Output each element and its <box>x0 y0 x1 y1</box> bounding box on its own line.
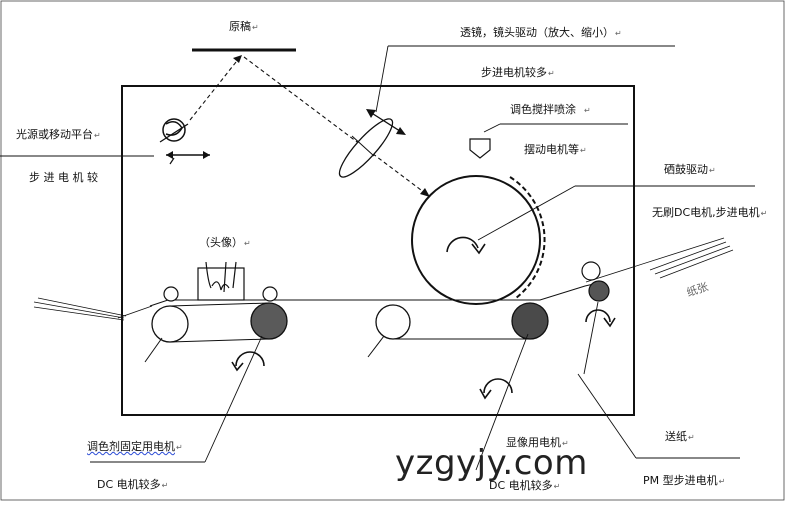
label-original: 原稿↵ <box>229 20 259 34</box>
pm-stepper-text: PM 型步进电机 <box>643 474 718 487</box>
return-mark: ↵ <box>553 482 561 491</box>
label-toner-fix-motor: 调色剂固定用电机↵ <box>87 440 183 454</box>
fuser-roller-dark <box>250 302 288 340</box>
return-mark: ↵ <box>584 106 591 115</box>
drum-dashed-arc <box>509 176 546 299</box>
label-stepper-few: 步 进 电 机 较 <box>29 171 98 184</box>
return-mark: ↵ <box>562 439 569 448</box>
label-light-source: 光源或移动平台↵ <box>16 128 101 142</box>
fuser-roller-small-1 <box>163 286 179 302</box>
label-selenium-drum: 硒鼓驱动↵ <box>664 163 716 177</box>
label-lens-drive: 透镜，镜头驱动（放大、缩小）↵ <box>460 26 622 40</box>
developer-rotation-arrow <box>483 378 513 394</box>
developer-roller-left <box>375 304 411 340</box>
paper-out-right <box>585 237 734 283</box>
fuser-roller-left <box>151 305 189 343</box>
label-color-mix-spray: 调色搅拌喷涂 ↵ <box>510 103 591 117</box>
feed-rotation-arrow <box>585 309 611 323</box>
paper-in-left <box>33 297 153 321</box>
develop-motor-text: 显像用电机 <box>506 436 561 449</box>
return-mark: ↵ <box>176 443 183 452</box>
paper-path <box>149 282 599 307</box>
light-path-up <box>189 56 241 121</box>
leader-lines <box>0 45 755 471</box>
selenium-drum-text: 硒鼓驱动 <box>664 163 708 176</box>
label-dc-motor-left: DC 电机较多↵ <box>97 478 168 492</box>
lens-double-arrow <box>366 109 406 135</box>
machine-housing <box>121 85 635 416</box>
return-mark: ↵ <box>161 481 169 490</box>
selenium-drum <box>411 175 541 305</box>
return-mark: ↵ <box>244 239 251 248</box>
label-pm-stepper: PM 型步进电机↵ <box>643 474 725 488</box>
label-brushless: 无刷DC电机,步进电机↵ <box>652 206 767 220</box>
fuser-rotation-arrow <box>235 351 265 367</box>
dc-motor-mid-text: DC 电机较多 <box>489 479 553 492</box>
fuser-roller-small-2 <box>262 286 278 302</box>
return-mark: ↵ <box>252 23 259 32</box>
toner-hopper <box>469 138 491 159</box>
stepper-few-text: 步 进 电 机 较 <box>29 171 98 184</box>
platform-double-arrow <box>166 151 210 165</box>
label-develop-motor: 显像用电机↵ <box>506 436 569 450</box>
feed-roller-top <box>581 261 601 281</box>
label-paper-feed: 送纸↵ <box>665 430 695 444</box>
light-source-lamp <box>159 118 189 143</box>
paper-feed-text: 送纸 <box>665 430 687 443</box>
return-mark: ↵ <box>760 209 768 218</box>
color-mix-spray-text: 调色搅拌喷涂 <box>510 103 576 116</box>
feed-roller-dark <box>588 280 610 302</box>
return-mark: ↵ <box>709 166 716 175</box>
lens-stepper-text: 步进电机较多 <box>481 66 547 79</box>
toner-fix-motor-text: 调色剂固定用电机 <box>87 440 175 453</box>
developer-roller-dark <box>511 302 549 340</box>
brushless-text: 无刷DC电机,步进电机 <box>652 206 760 219</box>
return-mark: ↵ <box>688 433 695 442</box>
head-text: （头像） <box>199 236 243 249</box>
swing-motor-text: 摆动电机等 <box>524 143 579 156</box>
label-lens-stepper: 步进电机较多↵ <box>481 66 555 80</box>
light-path-down <box>243 56 426 194</box>
dc-motor-left-text: DC 电机较多 <box>97 478 161 491</box>
return-mark: ↵ <box>718 477 726 486</box>
return-mark: ↵ <box>548 69 555 78</box>
return-mark: ↵ <box>580 146 587 155</box>
light-source-text: 光源或移动平台 <box>16 128 93 141</box>
label-head: （头像）↵ <box>199 236 251 250</box>
return-mark: ↵ <box>615 29 622 38</box>
label-dc-motor-mid: DC 电机较多↵ <box>489 479 560 493</box>
head-icon <box>197 261 245 301</box>
drum-rotation-arrow <box>446 236 479 253</box>
return-mark: ↵ <box>94 131 101 140</box>
original-text: 原稿 <box>229 20 251 33</box>
label-swing-motor: 摆动电机等↵ <box>524 143 587 157</box>
lens-drive-text: 透镜，镜头驱动（放大、缩小） <box>460 26 614 39</box>
watermark: yzgyjy.com <box>395 443 588 483</box>
